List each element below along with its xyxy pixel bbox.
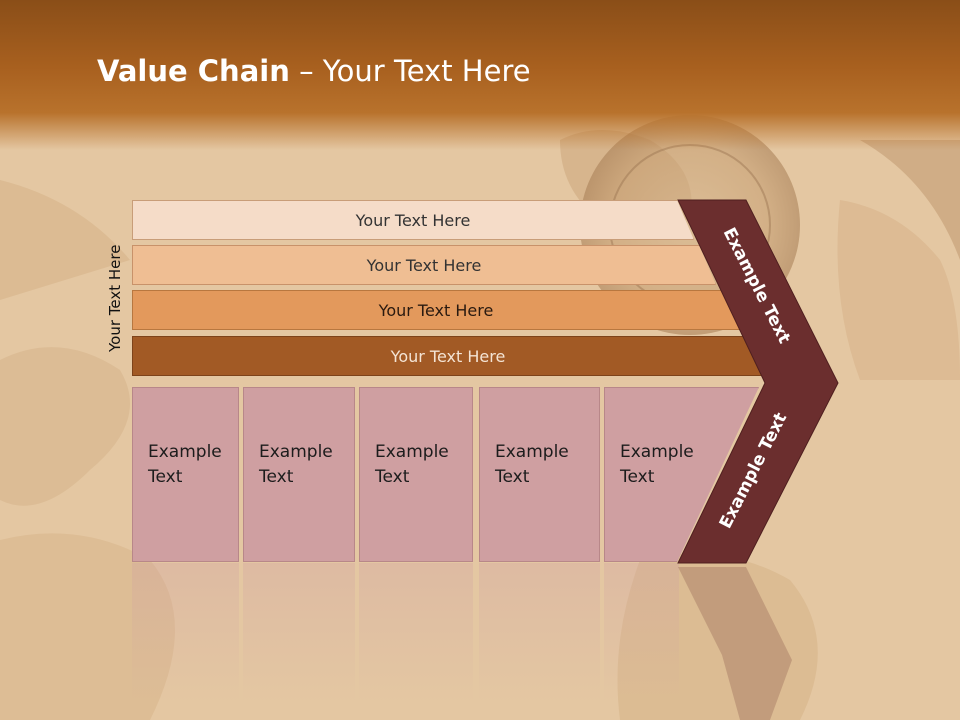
column-reflection-4 xyxy=(479,563,600,703)
slide-title: Value Chain – Your Text Here xyxy=(97,54,531,88)
support-bar-4: Your Text Here xyxy=(132,336,764,376)
support-bar-3-label: Your Text Here xyxy=(378,300,494,320)
column-reflection-2 xyxy=(243,563,355,703)
primary-activity-3: Example Text xyxy=(359,387,473,562)
column-reflection-3 xyxy=(359,563,473,703)
support-bar-4-label: Your Text Here xyxy=(390,346,506,366)
support-bar-3: Your Text Here xyxy=(132,290,740,330)
arrow-reflection xyxy=(678,567,792,720)
primary-activity-1: Example Text xyxy=(132,387,239,562)
title-band xyxy=(0,0,960,150)
arrow-shape xyxy=(677,199,839,564)
column-reflection-5 xyxy=(604,563,679,703)
primary-activity-2: Example Text xyxy=(243,387,355,562)
column-reflection-1 xyxy=(132,563,239,703)
support-bar-1: Your Text Here xyxy=(132,200,694,240)
support-bar-2-label: Your Text Here xyxy=(366,255,482,275)
support-bar-1-label: Your Text Here xyxy=(355,210,471,230)
title-bold: Value Chain xyxy=(97,54,290,88)
primary-activity-4: Example Text xyxy=(479,387,600,562)
support-bar-2: Your Text Here xyxy=(132,245,716,285)
title-rest: – Your Text Here xyxy=(289,54,531,88)
